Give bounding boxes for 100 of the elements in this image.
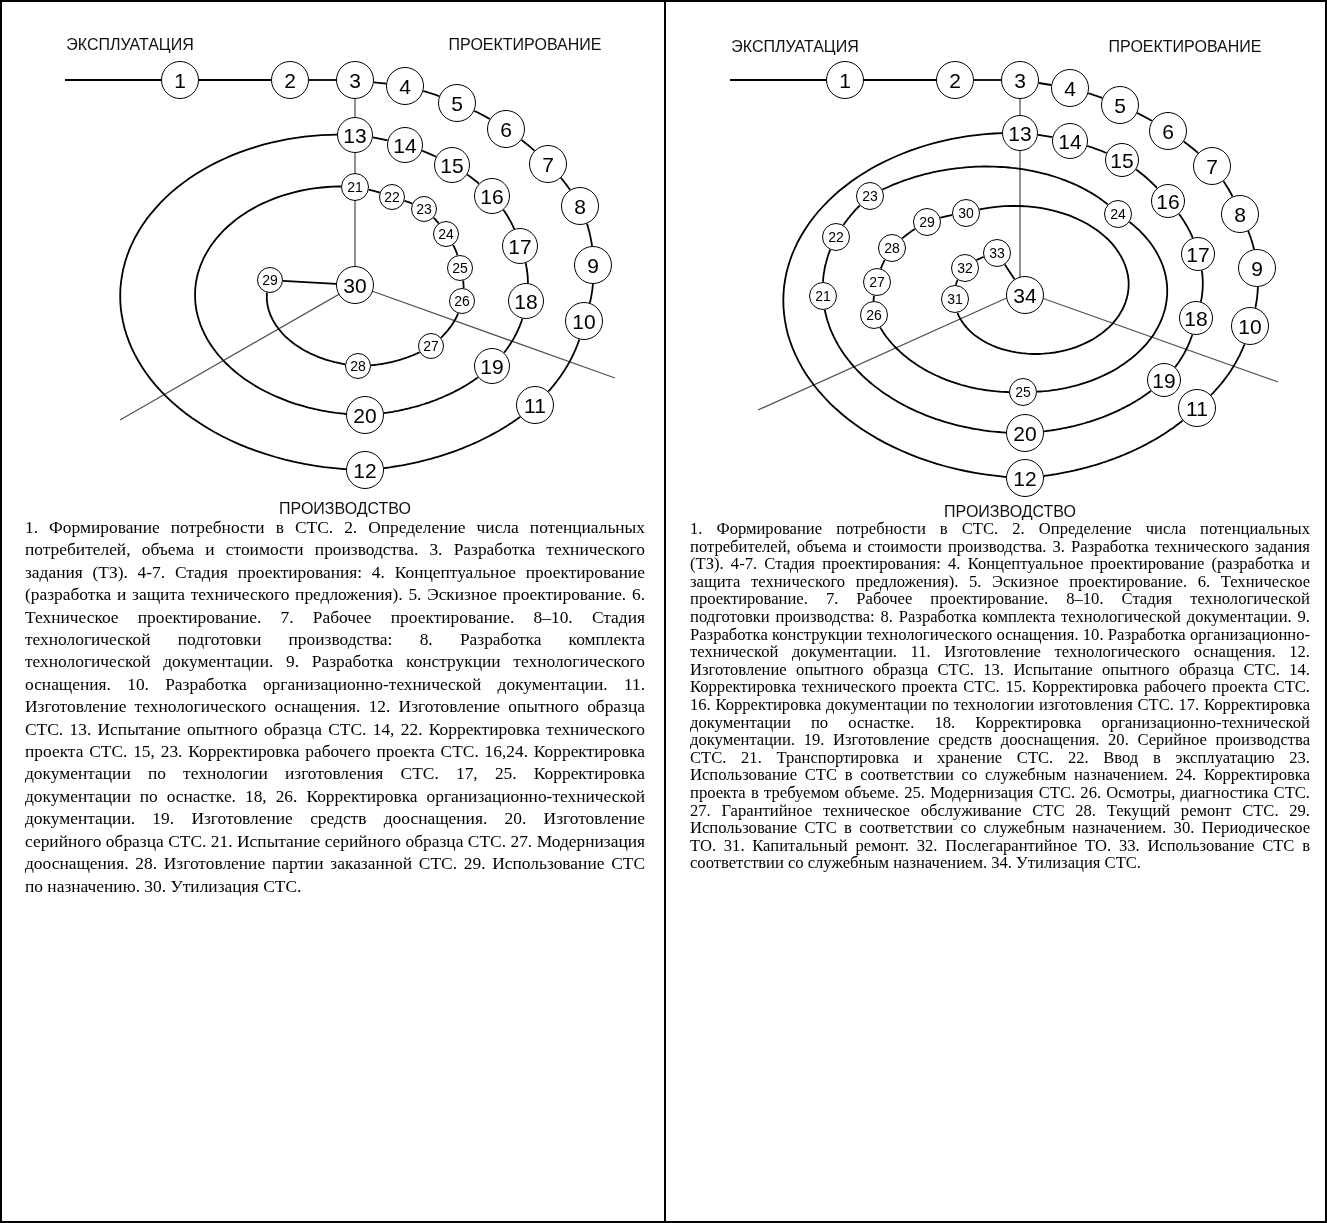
- step-circle: 9: [1238, 249, 1276, 287]
- step-circle: 9: [574, 246, 612, 284]
- spiral-line: [1037, 134, 1054, 139]
- spiral-line: [371, 136, 389, 142]
- spiral-line: [1222, 180, 1234, 198]
- spiral-line: [872, 294, 875, 302]
- legend-paragraph: 1. Формирование потребности в СТС. 2. Определение числа потенциальных потребителей, объема и стоимости производства. 3. Разработка технического задания (ТЗ). 4-7. Стадия проектирования: 4. Концептуальное проектирование (разработка и защита технического предложения). 5. Эскизное проектирование. 6. Техническое проектирование. 7. Рабочее проектирование. 8–10. Стадия технологической подготовки производства: 8. Разработка комплекта технологической документации. 9. Разработка конструкции технологического оснащения. 10. Разработка организационно-технической документации. 11. Изготовление технологического оснащения. 12. Изготовление опытного образца СТС. 13. Испытание опытного образца СТС. 14. Корректировка технического проекта СТС. 15. Корректировка рабочего проекта СТС. 16. Корректировка документации по технологии изготовления СТС. 17. Корректировка документации по оснастке. 18. Корректировка организационно-технической документации. 19. Изготовление средств дооснащения. 20. Серийное производства СТС. 21. Транспортировка и хранение СТС. 22. Ввод в эксплуатацию 23. Использование СТС в соответствии со служебным назначением. 24. Корректировка проекта в требуемом объеме. 25. Модернизация СТС. 26. Осмотры, диагностика СТС. 27. Гарантийное техническое обслуживание СТС 28. Текущий ремонт СТС. 29. Использование СТС в соответствии со служебным назначением. 30. Периодическое ТО. 31. Капитальный ремонт. 32. Послегарантийное ТО. 33. Использование СТС в соответствии со служебным назначением. 34. Утилизация СТС.: [690, 520, 1310, 872]
- step-circle: 6: [1149, 112, 1187, 150]
- spiral-line: [370, 351, 421, 367]
- spiral-line: [1037, 82, 1053, 86]
- lead-line: [729, 79, 827, 81]
- spiral-line: [282, 279, 337, 285]
- spiral-line: [1136, 112, 1153, 122]
- step-circle: 34: [1006, 276, 1044, 314]
- step-circle: 1: [161, 61, 199, 99]
- step-circle: 21: [809, 282, 837, 310]
- step-circle: 14: [1052, 123, 1088, 159]
- step-circle: 4: [386, 67, 424, 105]
- spiral-line: [194, 185, 347, 415]
- spiral-line: [823, 309, 1007, 434]
- step-circle: 8: [561, 187, 599, 225]
- step-circle: 15: [434, 147, 470, 183]
- step-circle: 8: [1221, 195, 1259, 233]
- step-circle: 30: [952, 199, 980, 227]
- spiral-line: [1174, 333, 1194, 369]
- spiral-line: [1003, 263, 1016, 281]
- spiral-line: [1135, 168, 1158, 189]
- spiral-line: [842, 204, 861, 226]
- step-circle: 20: [346, 396, 384, 434]
- spiral-line: [466, 173, 480, 185]
- spiral-line: [452, 244, 459, 257]
- step-circle: 7: [1193, 147, 1231, 185]
- step-circle: 16: [474, 178, 510, 214]
- step-circle: 11: [516, 386, 554, 424]
- spiral-line: [198, 79, 272, 81]
- spiral-line: [547, 338, 581, 393]
- step-circle: 24: [1104, 200, 1132, 228]
- step-circle: 19: [1147, 363, 1181, 397]
- step-circle: 27: [863, 268, 891, 296]
- spiral-line: [863, 79, 937, 81]
- stage-label: ПРОЕКТИРОВАНИЕ: [448, 36, 602, 54]
- spiral-line: [520, 139, 536, 152]
- step-circle: 11: [1178, 389, 1216, 427]
- step-circle: 27: [418, 333, 444, 359]
- spiral-line: [956, 205, 1130, 355]
- step-circle: 29: [913, 208, 941, 236]
- step-circle: 3: [1001, 61, 1039, 99]
- step-circle: 31: [941, 285, 969, 313]
- step-circle: 7: [529, 145, 567, 183]
- step-circle: 20: [1006, 414, 1044, 452]
- spiral-line: [1178, 213, 1194, 239]
- spiral-line: [1036, 221, 1169, 393]
- spiral-line: [308, 79, 337, 81]
- step-circle: 17: [1181, 237, 1215, 271]
- step-circle: 10: [565, 302, 603, 340]
- step-circle: 28: [345, 353, 371, 379]
- spiral-line: [901, 228, 916, 240]
- step-circle: 33: [983, 239, 1011, 267]
- step-circle: 12: [346, 451, 384, 489]
- step-circle: 24: [433, 221, 459, 247]
- spiral-line: [422, 90, 441, 97]
- step-circle: 5: [1101, 86, 1139, 124]
- spiral-line: [588, 283, 594, 304]
- spiral-line: [265, 291, 346, 366]
- step-circle: 22: [379, 184, 405, 210]
- step-circle: 17: [502, 228, 538, 264]
- spiral-line: [1087, 92, 1104, 99]
- spiral-line: [975, 256, 985, 262]
- lead-line: [64, 79, 162, 81]
- spiral-line: [440, 312, 460, 339]
- step-circle: 18: [508, 283, 544, 319]
- step-circle: 5: [438, 84, 476, 122]
- spiral-line: [502, 209, 516, 230]
- step-circle: 2: [936, 61, 974, 99]
- spiral-line: [973, 79, 1002, 81]
- step-circle: 32: [951, 254, 979, 282]
- step-circle: 13: [337, 117, 373, 153]
- spiral-line: [879, 326, 1010, 393]
- step-circle: 4: [1051, 69, 1089, 107]
- spiral-line: [403, 199, 414, 205]
- spiral-line: [383, 416, 522, 469]
- step-circle: 13: [1002, 115, 1038, 151]
- spiral-line: [954, 279, 959, 286]
- step-circle: 19: [474, 348, 510, 384]
- step-circle: 6: [487, 110, 525, 148]
- spiral-line: [881, 165, 1109, 206]
- spiral-line: [421, 149, 437, 158]
- step-circle: 26: [449, 288, 475, 314]
- step-circle: 29: [257, 267, 283, 293]
- spiral-line: [1247, 230, 1255, 251]
- spiral-line: [383, 376, 479, 414]
- step-circle: 23: [411, 196, 437, 222]
- spiral-line: [119, 133, 347, 471]
- spiral-line: [1043, 419, 1184, 477]
- spiral-line: [1182, 140, 1200, 154]
- spiral-line: [782, 132, 1007, 478]
- spiral-line: [503, 317, 524, 354]
- step-circle: 25: [1009, 378, 1037, 406]
- step-circle: 1: [826, 61, 864, 99]
- spiral-line: [432, 216, 440, 225]
